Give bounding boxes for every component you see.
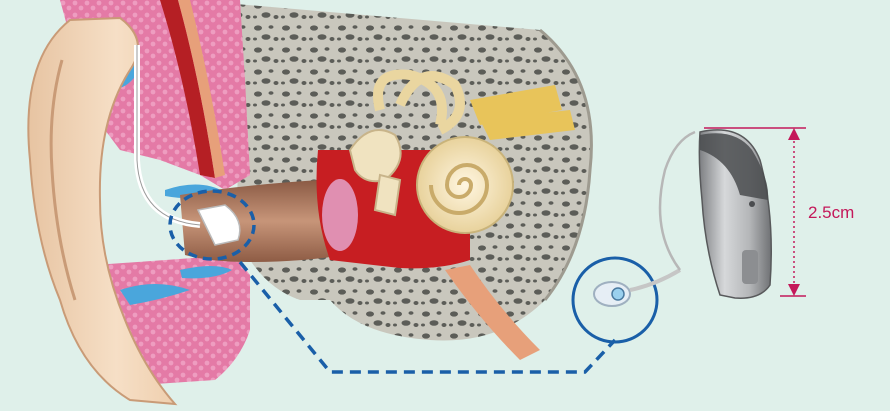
size-label: 2.5cm [808,203,854,223]
receiver-closeup [594,270,680,306]
arrow-down-icon [788,284,800,296]
arrow-up-icon [788,128,800,140]
eardrum [322,179,358,251]
